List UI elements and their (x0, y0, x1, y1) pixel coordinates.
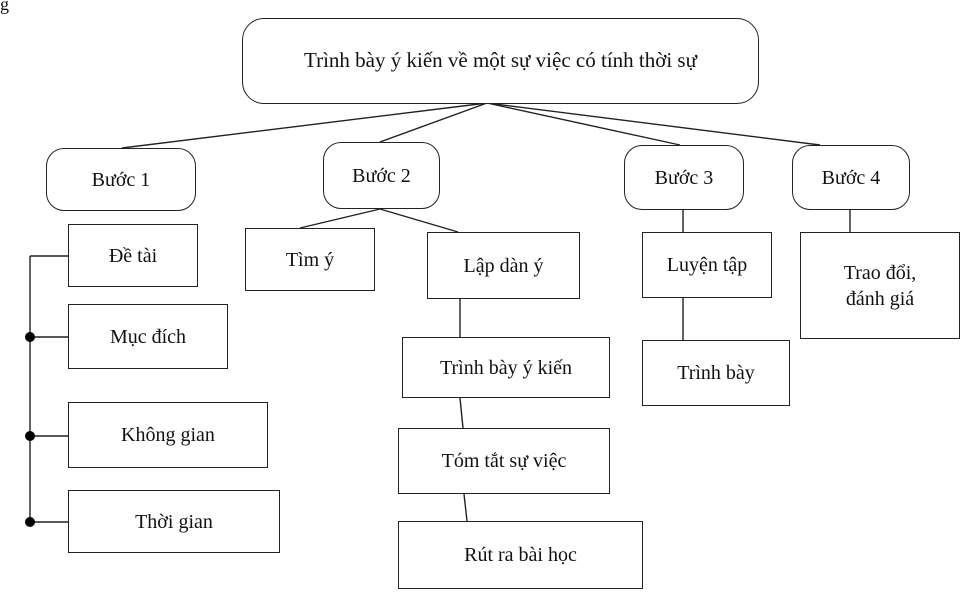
step4-node: Bước 4 (792, 145, 910, 210)
bracket-dot (25, 517, 35, 527)
connector-trinhbay-tomtat (459, 397, 464, 429)
step3-item-luyen-tap: Luyện tập (642, 232, 772, 298)
step1-item-muc-dich: Mục đích (68, 304, 228, 369)
step2-item-lap-dan-y: Lập dàn ý (427, 232, 580, 299)
connector-root-step4 (486, 102, 821, 146)
bracket-dot (25, 431, 35, 441)
connector-step2-lapdany (379, 208, 459, 233)
connector-step2-timy (299, 208, 381, 229)
outline-tom-tat-su-viec: Tóm tắt sự việc (398, 428, 610, 494)
step1-item-thoi-gian: Thời gian (68, 490, 280, 553)
connector-root-step3 (486, 102, 681, 146)
step3-node: Bước 3 (624, 145, 744, 210)
step4-item-trao-doi-danh-gia: Trao đổi, đánh giá (800, 232, 960, 339)
step2-node: Bước 2 (323, 142, 440, 209)
connector-tomtat-rutra (463, 493, 468, 522)
cropped-text-fragment: g (0, 0, 9, 14)
outline-trinh-bay-y-kien: Trình bày ý kiến (402, 337, 610, 398)
root-topic-node: Trình bày ý kiến về một sự việc có tính … (242, 18, 759, 104)
step3-item-trinh-bay: Trình bày (642, 340, 790, 406)
outline-rut-ra-bai-hoc: Rút ra bài học (398, 521, 643, 589)
connector-root-step2 (379, 102, 488, 143)
connector-root-step1 (121, 102, 488, 149)
step1-item-de-tai: Đề tài (68, 224, 198, 287)
step1-item-khong-gian: Không gian (68, 402, 268, 468)
bracket-dot (25, 332, 35, 342)
step1-node: Bước 1 (46, 148, 196, 211)
step2-item-tim-y: Tìm ý (245, 228, 375, 291)
